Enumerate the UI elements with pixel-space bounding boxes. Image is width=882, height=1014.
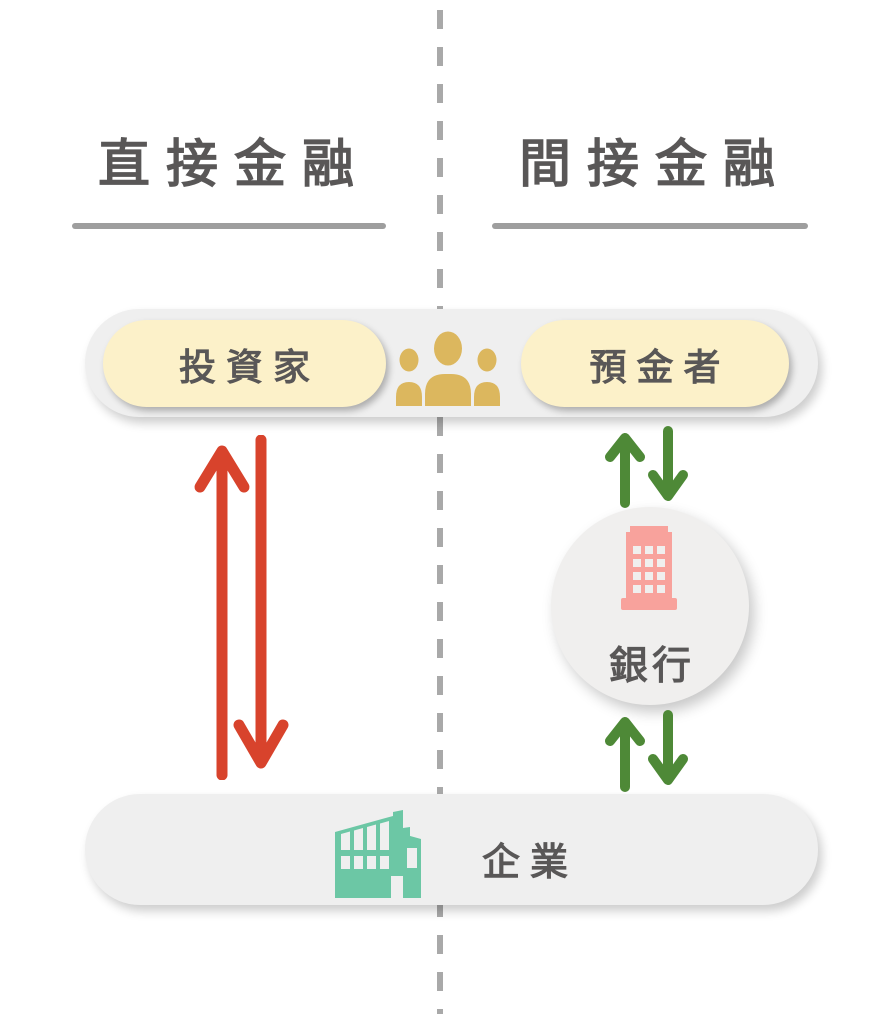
indirect-finance-underline: [492, 223, 808, 229]
bank-building-icon: [620, 522, 678, 614]
direct-finance-underline: [72, 223, 386, 229]
company-building-icon: [335, 806, 421, 898]
investor-pill: 投資家: [103, 320, 386, 407]
people-group-icon: [396, 330, 500, 406]
indirect-finance-title: 間接金融: [518, 136, 791, 194]
depositor-bank-two-way-arrows: [603, 426, 693, 508]
depositor-pill: 預金者: [521, 320, 789, 407]
bank-label: 銀行: [608, 645, 695, 688]
bank-company-two-way-arrows: [603, 710, 693, 792]
direct-finance-two-way-arrows: [190, 434, 295, 781]
company-label: 企業: [482, 842, 579, 884]
direct-finance-title: 直接金融: [97, 136, 370, 194]
company-bar: [85, 794, 818, 905]
center-dashed-divider: [437, 0, 443, 1014]
